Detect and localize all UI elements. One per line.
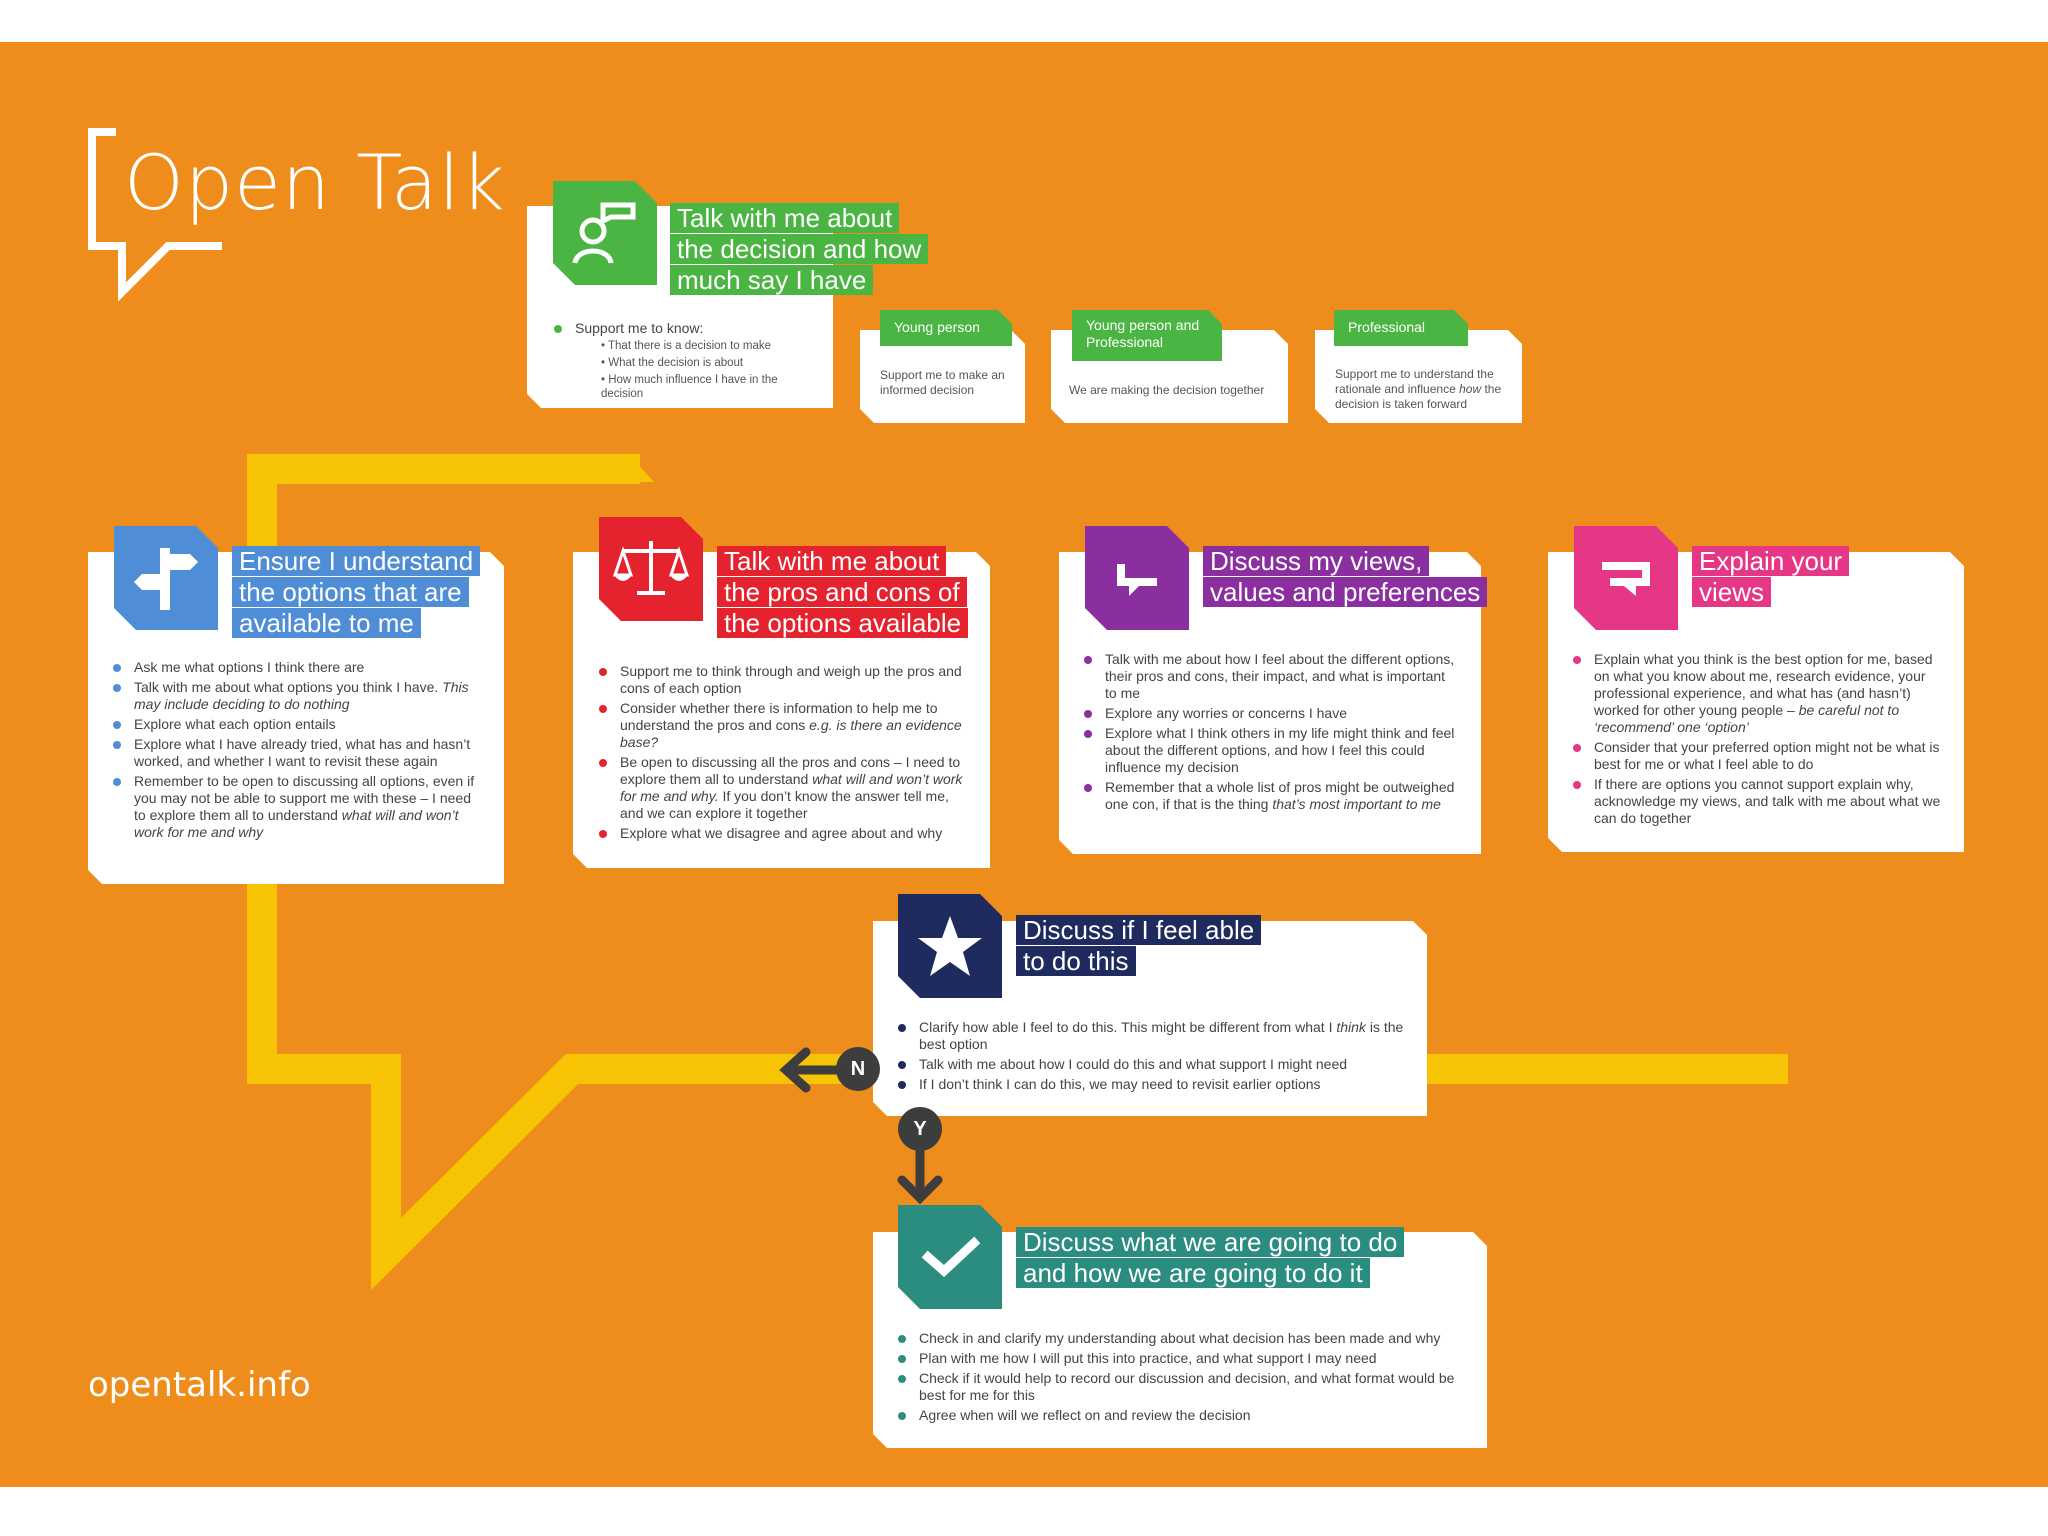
list-item: Explore what we disagree and agree about… (598, 825, 970, 842)
logo-bracket (88, 128, 222, 302)
list-item: Remember to be open to discussing all op… (112, 773, 480, 841)
decision-title: Discuss what we are going to do and how … (1016, 1227, 1405, 1289)
explain-title: Explain your views (1692, 546, 1850, 608)
decision-say-points: Support me to know: • That there is a de… (553, 320, 823, 404)
pros-cons-points: Support me to think through and weigh up… (598, 663, 970, 845)
signpost-icon (114, 526, 218, 630)
able-points: Clarify how able I feel to do this. This… (897, 1019, 1407, 1096)
list-item: Support me to think through and weigh up… (598, 663, 970, 697)
speech-bubble-icon (1085, 526, 1189, 630)
list-item: Talk with me about what options you thin… (112, 679, 480, 713)
views-points: Talk with me about how I feel about the … (1083, 651, 1459, 816)
star-icon (898, 894, 1002, 998)
logo-title: Open Talk (124, 138, 506, 227)
list-item: If I don’t think I can do this, we may n… (897, 1076, 1407, 1093)
list-item: Explore what each option entails (112, 716, 480, 733)
list-item: Check in and clarify my understanding ab… (897, 1330, 1467, 1347)
no-arrow-head (779, 1047, 811, 1093)
young-person-text: Support me to make an informed decision (880, 368, 1005, 397)
sub-list: • That there is a decision to make • Wha… (575, 339, 823, 401)
list-item: Explore what I think others in my life m… (1083, 725, 1459, 776)
list-item: Plan with me how I will put this into pr… (897, 1350, 1467, 1367)
decision-say-title: Talk with me about the decision and how … (670, 203, 929, 296)
yellow-path-notch (630, 456, 654, 482)
pros-cons-title: Talk with me about the pros and cons of … (717, 546, 969, 639)
list-item: Consider whether there is information to… (598, 700, 970, 751)
young-person-tab: Young person (880, 310, 1012, 346)
options-title: Ensure I understand the options that are… (232, 546, 481, 639)
sub-item: • What the decision is about (601, 357, 744, 369)
list-item: Be open to discussing all the pros and c… (598, 754, 970, 822)
list-item: Explore any worries or concerns I have (1083, 705, 1459, 722)
views-title: Discuss my views, values and preferences (1203, 546, 1488, 608)
no-badge: N (836, 1047, 880, 1091)
checkmark-icon (898, 1205, 1002, 1309)
list-item: If there are options you cannot support … (1572, 776, 1944, 827)
together-tab: Young person and Professional (1072, 310, 1222, 361)
list-item: Consider that your preferred option migh… (1572, 739, 1944, 773)
list-item: Clarify how able I feel to do this. This… (897, 1019, 1407, 1053)
options-points: Ask me what options I think there are Ta… (112, 659, 480, 844)
together-text: We are making the decision together (1069, 383, 1265, 397)
explain-points: Explain what you think is the best optio… (1572, 651, 1944, 830)
yellow-flow-line (247, 454, 1788, 1291)
reply-bubble-icon (1574, 526, 1678, 630)
professional-text: Support me to understand the rationale a… (1335, 367, 1502, 411)
decision-points: Check in and clarify my understanding ab… (897, 1330, 1467, 1427)
yes-arrow-head (897, 1175, 943, 1205)
list-item: Check if it would help to record our dis… (897, 1370, 1467, 1404)
list-item: Talk with me about how I could do this a… (897, 1056, 1407, 1073)
list-item: Explain what you think is the best optio… (1572, 651, 1944, 736)
professional-card: Support me to understand the rationale a… (1315, 330, 1522, 423)
yes-badge: Y (898, 1107, 942, 1151)
professional-tab: Professional (1334, 310, 1468, 346)
sub-item: • That there is a decision to make (601, 340, 772, 352)
list-item: Support me to know: • That there is a de… (553, 320, 823, 401)
website-link[interactable]: opentalk.info (88, 1365, 311, 1405)
list-item: Talk with me about how I feel about the … (1083, 651, 1459, 702)
list-item: Ask me what options I think there are (112, 659, 480, 676)
people-talk-icon (553, 181, 657, 285)
sub-item: • How much influence I have in the decis… (601, 374, 778, 400)
scales-icon (599, 517, 703, 621)
list-item: Remember that a whole list of pros might… (1083, 779, 1459, 813)
list-item: Explore what I have already tried, what … (112, 736, 480, 770)
able-title: Discuss if I feel able to do this (1016, 915, 1262, 977)
list-item: Agree when will we reflect on and review… (897, 1407, 1467, 1424)
